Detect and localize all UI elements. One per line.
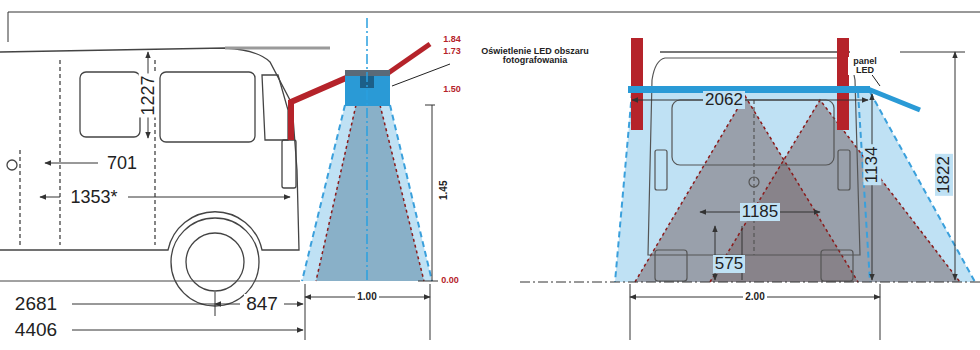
dimension-label: 847 — [244, 294, 280, 314]
page-frame — [8, 12, 980, 13]
height-dimension — [432, 105, 433, 281]
dimension-label: 1353* — [68, 188, 119, 207]
van-side — [59, 60, 60, 245]
rig-frame — [366, 18, 368, 282]
dimension-label: 1.73 — [441, 47, 463, 56]
rig-frame — [291, 78, 346, 140]
dimension-lines — [72, 330, 303, 331]
dimension-lines — [40, 197, 60, 198]
van-side — [0, 48, 330, 306]
height-dimension — [425, 105, 435, 106]
van-rear — [660, 51, 850, 53]
van-side — [7, 160, 17, 170]
page-frame — [8, 12, 980, 42]
height-dimension — [418, 281, 438, 282]
dimension-label: 1227 — [139, 73, 158, 117]
van-side — [0, 48, 299, 250]
van-side — [186, 233, 244, 291]
dimension-lines — [45, 163, 98, 164]
dimension-label: Oświetlenie LED obszaru fotografowania — [468, 47, 602, 66]
van-rear — [749, 177, 759, 187]
light-cone — [870, 92, 975, 282]
dimension-label: panel LED — [848, 57, 882, 76]
dimension-label: 1185 — [740, 203, 781, 221]
light-cone — [635, 96, 858, 282]
van-side — [262, 75, 288, 140]
dimension-label: 1134 — [863, 145, 881, 186]
dimension-lines — [872, 94, 873, 280]
page-frame — [8, 12, 9, 42]
light-cone — [302, 105, 345, 281]
light-cone — [615, 92, 975, 282]
dimension-lines — [520, 52, 980, 340]
rig-frame — [868, 89, 920, 110]
van-rear — [821, 250, 853, 281]
van-rear — [838, 150, 850, 190]
rig-frame — [837, 38, 849, 130]
dimension-label: 1.84 — [441, 35, 463, 44]
van-side — [19, 150, 20, 245]
dimension-lines — [72, 304, 215, 305]
dimension-lines — [128, 197, 290, 198]
rig-frame — [384, 44, 430, 76]
dimension-lines — [40, 52, 305, 340]
dimension-lines — [632, 100, 868, 101]
height-dimension — [430, 284, 431, 340]
dimension-label: 2062 — [703, 91, 745, 109]
rig-frame — [628, 86, 870, 93]
dimension-lines — [880, 284, 881, 340]
height-dimension — [305, 64, 450, 340]
height-dimension — [392, 64, 450, 86]
light-cone — [615, 92, 632, 282]
dimension-lines — [284, 304, 303, 305]
rig-frame — [631, 38, 643, 130]
dimension-label: 1.45 — [440, 178, 451, 201]
light-cone — [390, 105, 432, 281]
dimension-label: 2.00 — [743, 292, 766, 303]
van-side — [225, 47, 330, 50]
rig-frame — [628, 38, 920, 130]
dimension-label: 4406 — [13, 320, 59, 340]
dimension-lines — [520, 282, 980, 283]
van-rear — [655, 150, 667, 190]
van-side — [160, 72, 255, 142]
light-cone — [635, 96, 960, 282]
light-cone — [380, 105, 424, 281]
van-rear — [655, 250, 687, 281]
light-cone — [615, 92, 975, 282]
van-side — [282, 140, 296, 188]
dimension-label: 1.00 — [355, 292, 378, 303]
dimension-label: 0.00 — [439, 276, 461, 285]
dimension-lines — [900, 52, 965, 53]
van-side — [80, 72, 140, 137]
ground-line — [0, 281, 300, 282]
dimension-label: 575 — [713, 255, 745, 273]
light-cone — [316, 105, 356, 281]
rig-frame — [291, 18, 430, 282]
dimension-lines — [630, 284, 631, 340]
dimension-label: 2681 — [13, 294, 59, 314]
van-rear — [672, 100, 834, 165]
dimension-lines — [215, 304, 240, 305]
dimension-lines — [305, 284, 306, 340]
dimension-label: 1.50 — [441, 85, 463, 94]
dimension-lines — [955, 52, 956, 280]
dimension-label: 1822 — [935, 154, 953, 196]
light-cone — [316, 105, 424, 281]
dimension-label: 701 — [105, 154, 139, 173]
